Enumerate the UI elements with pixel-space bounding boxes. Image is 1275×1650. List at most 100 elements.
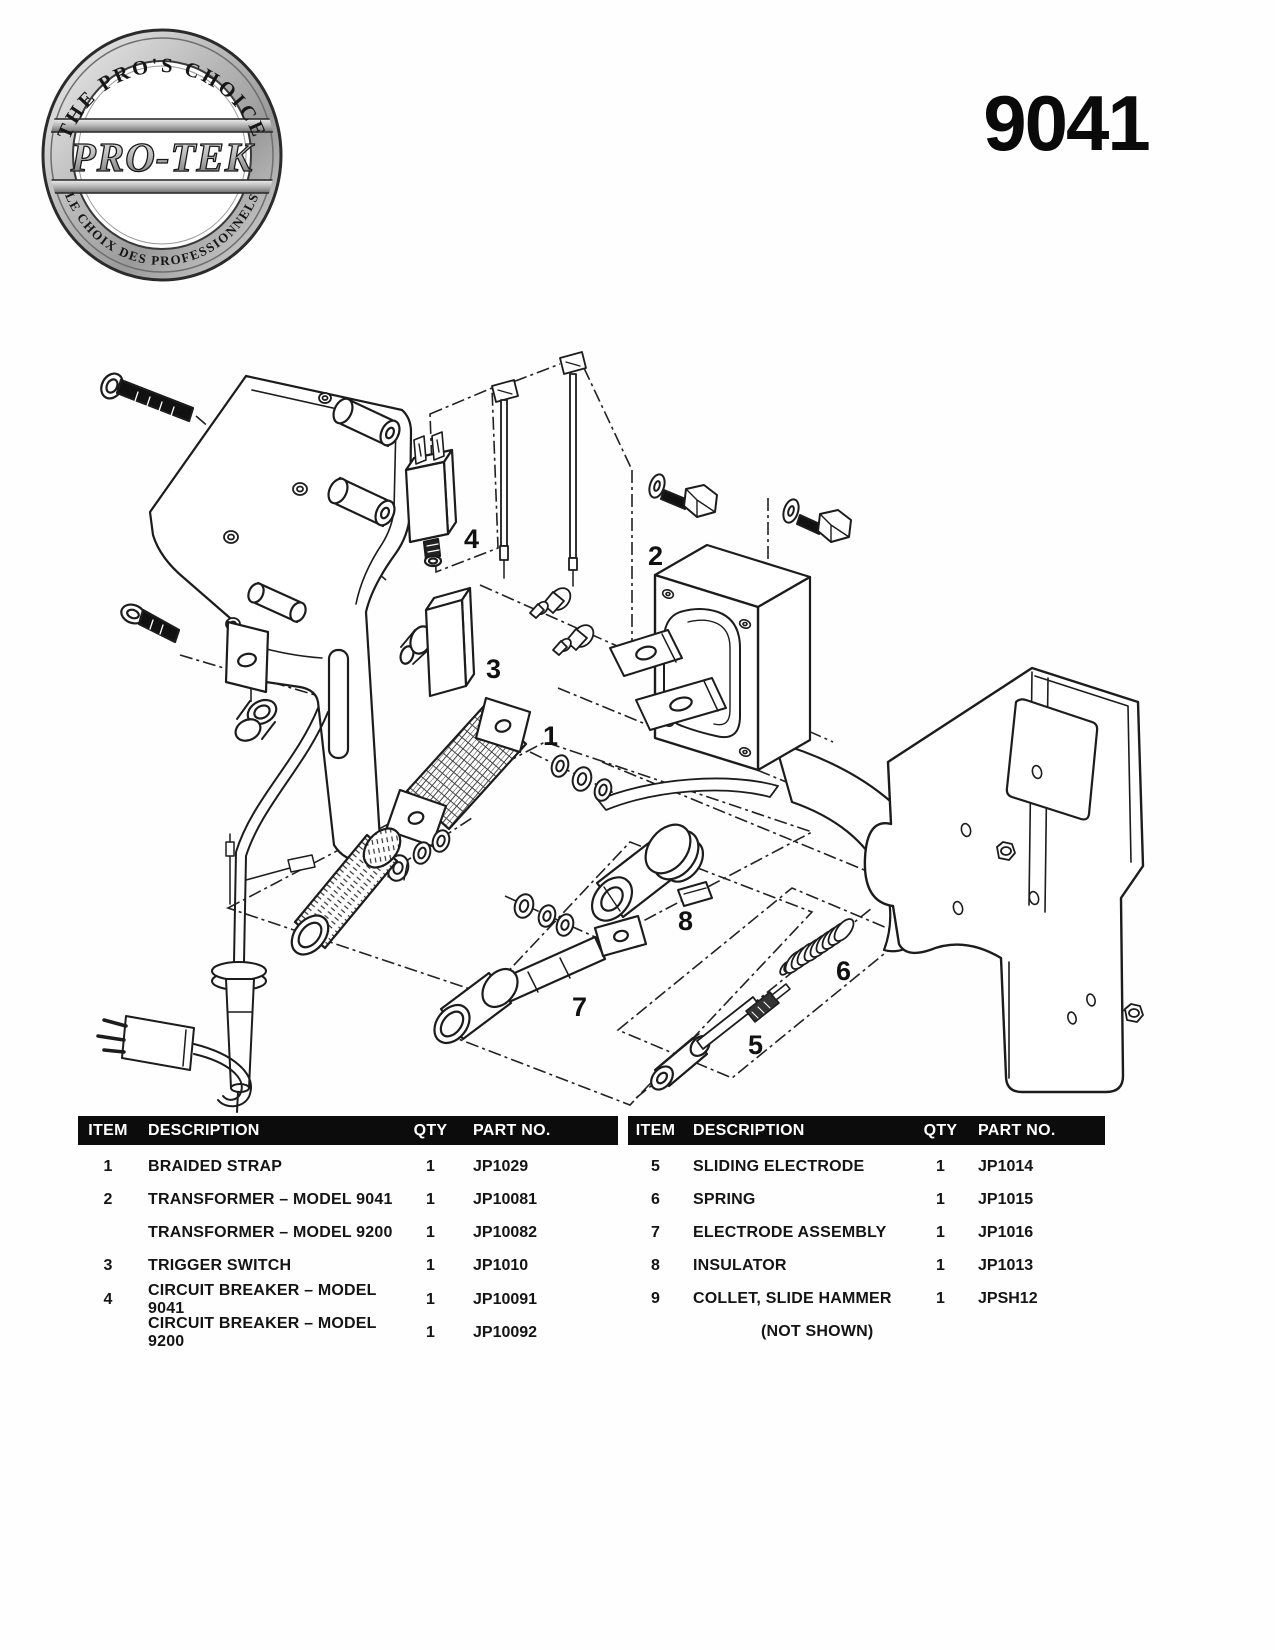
row-description: CIRCUIT BREAKER – MODEL 9041 bbox=[148, 1282, 377, 1317]
row-qty: 1 bbox=[936, 1289, 945, 1307]
table-row: CIRCUIT BREAKER – MODEL 9200 1 JP10092 bbox=[78, 1315, 618, 1350]
parts-table-header: ITEM DESCRIPTION QTY PART NO. bbox=[78, 1116, 618, 1145]
row-part-no: JP10082 bbox=[473, 1223, 538, 1241]
table-row: (NOT SHOWN) bbox=[628, 1315, 1105, 1348]
row-qty: 1 bbox=[426, 1324, 435, 1341]
exploded-diagram: 1 2 3 4 5 6 7 8 bbox=[0, 330, 1275, 1120]
part-callout-5: 5 bbox=[748, 1030, 763, 1060]
row-qty: 1 bbox=[426, 1190, 435, 1208]
trigger-switch bbox=[399, 586, 476, 698]
row-description: ELECTRODE ASSEMBLY bbox=[693, 1223, 887, 1241]
spring bbox=[779, 918, 855, 976]
model-number: 9041 bbox=[983, 79, 1151, 167]
row-item-number: 3 bbox=[103, 1256, 113, 1274]
right-housing-shell bbox=[863, 666, 1145, 1094]
row-description: (NOT SHOWN) bbox=[761, 1322, 874, 1340]
pro-tek-logo-badge-icon: THE PRO'S CHOICE LE CHOIX DES PROFESSION… bbox=[41, 28, 283, 282]
parts-table-header: ITEM DESCRIPTION QTY PART NO. bbox=[628, 1116, 1105, 1145]
row-item-number: 2 bbox=[103, 1190, 113, 1208]
part-callout-4: 4 bbox=[464, 524, 479, 554]
stud-pin bbox=[552, 624, 595, 656]
braided-strap bbox=[384, 696, 532, 848]
parts-table-right: ITEM DESCRIPTION QTY PART NO. 5 SLIDING ELECT… bbox=[628, 1116, 1105, 1348]
part-callouts: 1 2 3 4 5 6 7 8 bbox=[464, 524, 851, 1060]
electrode-assembly bbox=[433, 893, 648, 1045]
row-description: BRAIDED STRAP bbox=[148, 1157, 283, 1175]
row-item-number: 7 bbox=[651, 1223, 660, 1241]
row-part-no: JPSH12 bbox=[978, 1289, 1038, 1307]
row-description: CIRCUIT BREAKER – MODEL 9200 bbox=[148, 1315, 377, 1350]
lead-rod-terminals bbox=[491, 351, 587, 587]
logo-brand-text: PRO-TEK bbox=[70, 134, 255, 180]
power-cord-assembly bbox=[96, 707, 329, 1113]
header-part-no: PART NO. bbox=[978, 1121, 1056, 1139]
table-row: 3 TRIGGER SWITCH 1 JP1010 bbox=[78, 1249, 618, 1282]
transformer bbox=[609, 543, 812, 772]
stud-pin bbox=[529, 587, 572, 619]
table-row: 7 ELECTRODE ASSEMBLY 1 JP1016 bbox=[628, 1216, 1105, 1249]
row-description: TRIGGER SWITCH bbox=[148, 1256, 292, 1274]
row-part-no: JP1029 bbox=[473, 1157, 529, 1175]
row-description: TRANSFORMER – MODEL 9041 bbox=[148, 1190, 393, 1208]
header-description: DESCRIPTION bbox=[148, 1121, 260, 1139]
row-item-number: 5 bbox=[651, 1157, 660, 1175]
header-item: ITEM bbox=[635, 1121, 676, 1139]
table-row: 5 SLIDING ELECTRODE 1 JP1014 bbox=[628, 1150, 1105, 1183]
housing-bolt-short bbox=[120, 603, 181, 644]
row-item-number: 6 bbox=[651, 1190, 660, 1208]
part-callout-1: 1 bbox=[543, 721, 558, 751]
header-qty: QTY bbox=[923, 1121, 958, 1139]
row-part-no: JP1010 bbox=[473, 1256, 529, 1274]
row-item-number: 8 bbox=[651, 1256, 660, 1274]
row-description: SPRING bbox=[693, 1190, 756, 1208]
row-description: INSULATOR bbox=[693, 1256, 787, 1274]
hex-nut bbox=[1124, 1003, 1144, 1023]
header-qty: QTY bbox=[413, 1121, 448, 1139]
row-qty: 1 bbox=[426, 1291, 435, 1308]
parts-table-left: ITEM DESCRIPTION QTY PART NO. 1 BRAIDED STRAP… bbox=[78, 1116, 618, 1351]
row-qty: 1 bbox=[936, 1256, 945, 1274]
row-part-no: JP10092 bbox=[473, 1324, 538, 1341]
row-part-no: JP1014 bbox=[978, 1157, 1034, 1175]
table-row: 9 COLLET, SLIDE HAMMER 1 JPSH12 bbox=[628, 1282, 1105, 1315]
header-description: DESCRIPTION bbox=[693, 1121, 805, 1139]
exploded-parts-drawing: 1 2 3 4 5 6 7 8 bbox=[96, 351, 1145, 1113]
header-part-no: PART NO. bbox=[473, 1121, 551, 1139]
part-callout-7: 7 bbox=[572, 992, 587, 1022]
row-qty: 1 bbox=[936, 1190, 945, 1208]
row-description: TRANSFORMER – MODEL 9200 bbox=[148, 1223, 393, 1241]
housing-bolt-long bbox=[100, 372, 195, 423]
header-item: ITEM bbox=[88, 1121, 128, 1139]
row-item-number: 9 bbox=[651, 1289, 660, 1307]
row-item-number: 1 bbox=[103, 1157, 113, 1175]
row-part-no: JP1013 bbox=[978, 1256, 1034, 1274]
transformer-mounting-hardware bbox=[648, 473, 852, 543]
circuit-breaker bbox=[404, 431, 458, 568]
insulator bbox=[590, 823, 713, 922]
part-callout-8: 8 bbox=[678, 906, 693, 936]
row-qty: 1 bbox=[936, 1157, 945, 1175]
strap-washers-nuts bbox=[386, 754, 613, 882]
row-qty: 1 bbox=[936, 1223, 945, 1241]
left-housing-shell bbox=[148, 374, 413, 863]
part-callout-2: 2 bbox=[648, 541, 663, 571]
part-callout-3: 3 bbox=[486, 654, 501, 684]
row-part-no: JP1016 bbox=[978, 1223, 1034, 1241]
row-qty: 1 bbox=[426, 1256, 435, 1274]
row-description: SLIDING ELECTRODE bbox=[693, 1157, 865, 1175]
hex-nut bbox=[996, 841, 1016, 861]
row-part-no: JP1015 bbox=[978, 1190, 1034, 1208]
table-row: 6 SPRING 1 JP1015 bbox=[628, 1183, 1105, 1216]
row-description: COLLET, SLIDE HAMMER bbox=[693, 1289, 892, 1307]
pro-tek-logo: THE PRO'S CHOICE LE CHOIX DES PROFESSION… bbox=[36, 22, 288, 288]
part-callout-6: 6 bbox=[836, 956, 851, 986]
sliding-electrode bbox=[650, 983, 791, 1091]
braided-sleeve bbox=[290, 827, 402, 956]
